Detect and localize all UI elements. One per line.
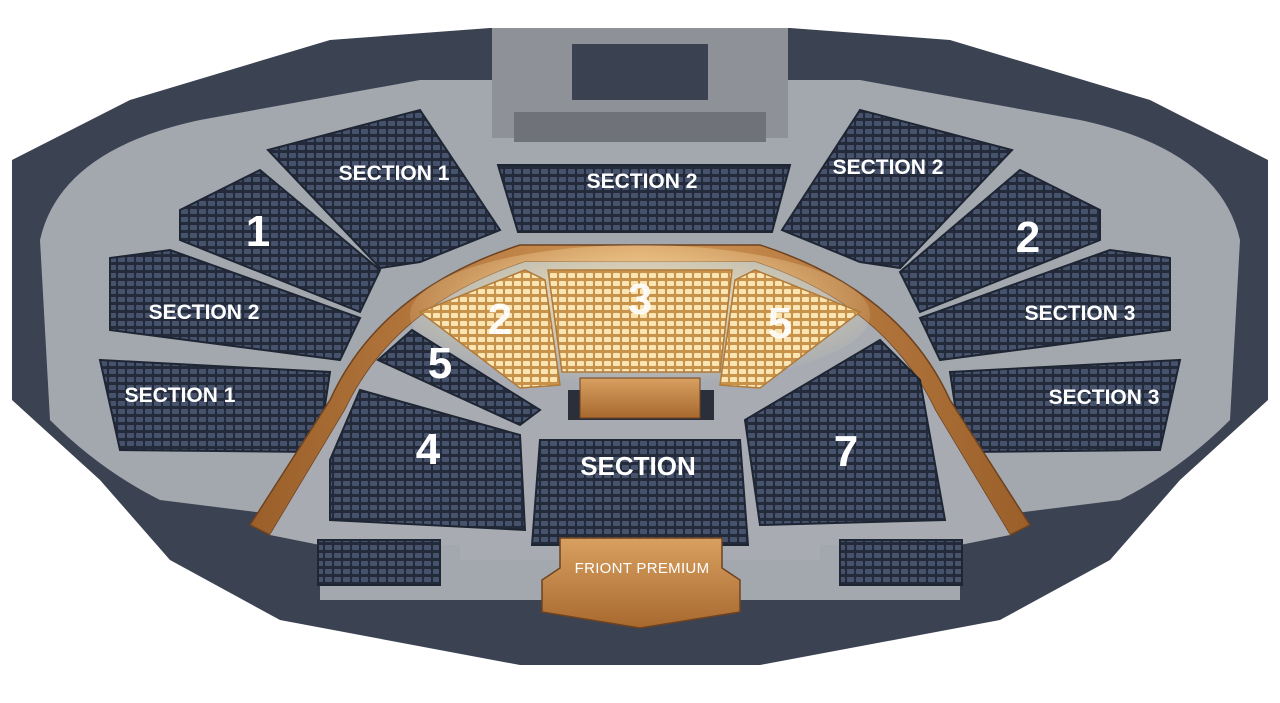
seat-block-floor-4[interactable] <box>329 388 527 532</box>
front-premium-platform[interactable] <box>541 537 741 629</box>
seat-block-floor-5[interactable] <box>376 328 542 427</box>
label-right-section-3-upper: SECTION 3 <box>1025 302 1136 325</box>
seat-block-right-section-3-upper[interactable] <box>918 248 1171 362</box>
label-left-section-2: SECTION 2 <box>149 301 260 324</box>
seat-block-upper-center-section-2[interactable] <box>496 164 792 233</box>
seat-block-floor-section[interactable] <box>530 439 750 546</box>
seat-block-glow-2[interactable] <box>418 269 561 389</box>
label-upper-left-section-1: SECTION 1 <box>339 162 450 185</box>
seat-block-right-2[interactable] <box>898 168 1101 314</box>
label-upper-right-section-2: SECTION 2 <box>833 156 944 179</box>
label-floor-7: 7 <box>834 427 858 476</box>
seat-block-glow-3[interactable] <box>547 269 733 373</box>
label-right-2: 2 <box>1016 213 1040 262</box>
seat-block-left-section-2[interactable] <box>109 248 362 362</box>
seat-block-left-1[interactable] <box>179 168 382 314</box>
label-glow-3: 3 <box>628 275 652 324</box>
section-labels: SECTION 1 SECTION 2 SECTION 2 1 2 SECTIO… <box>125 156 1160 577</box>
label-left-section-1: SECTION 1 <box>125 384 236 407</box>
label-glow-2: 2 <box>488 295 512 344</box>
seat-block-upper-right-section-2[interactable] <box>780 108 1014 270</box>
seat-block-floor-7[interactable] <box>743 338 947 527</box>
seat-block-bottom-right[interactable] <box>839 539 963 586</box>
seat-block-upper-left-section-1[interactable] <box>266 108 502 270</box>
label-left-1: 1 <box>246 207 270 256</box>
label-right-section-3-lower: SECTION 3 <box>1049 386 1160 409</box>
label-front-premium: FRIONT PREMIUM <box>575 560 710 577</box>
label-floor-4: 4 <box>416 425 441 474</box>
seat-block-bottom-left[interactable] <box>317 539 441 586</box>
label-glow-5: 5 <box>768 299 792 348</box>
control-booth <box>492 28 788 142</box>
label-floor-5: 5 <box>428 339 452 388</box>
label-upper-center-section-2: SECTION 2 <box>587 170 698 193</box>
stage <box>568 377 714 420</box>
label-floor-section: SECTION <box>580 451 696 481</box>
seat-block-glow-5[interactable] <box>719 269 862 389</box>
